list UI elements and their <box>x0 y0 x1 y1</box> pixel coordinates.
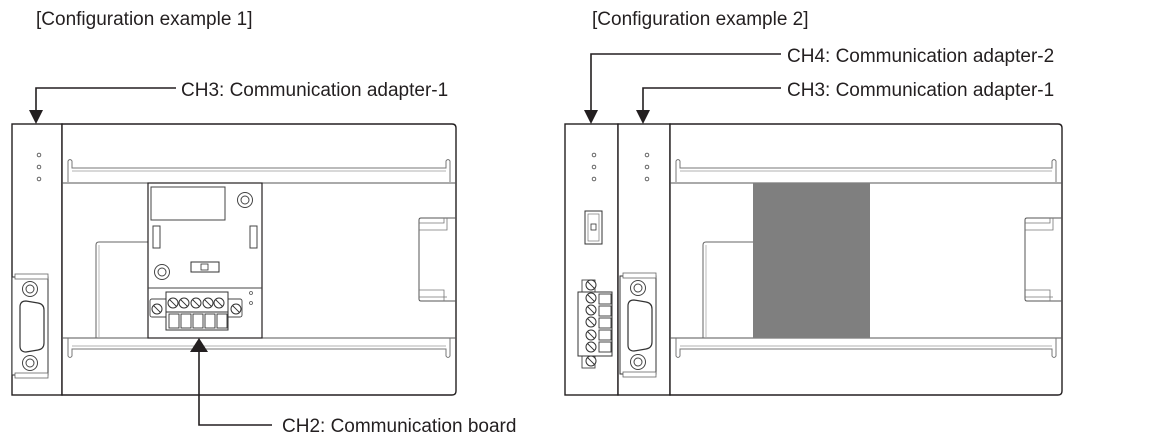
terminal-block <box>149 291 243 331</box>
communication-adapter-1-example2 <box>617 123 671 396</box>
dsub-connector <box>620 273 656 377</box>
example2-diagram <box>564 53 1063 396</box>
example1-title: [Configuration example 1] <box>36 9 253 30</box>
callout-leader-ch4-example2 <box>584 53 781 124</box>
callout-label-ch3-example2: CH3: Communication adapter-1 <box>787 80 1055 101</box>
callout-label-ch3-example1: CH3: Communication adapter-1 <box>181 80 449 101</box>
example1-diagram <box>11 87 457 426</box>
communication-board-example1 <box>147 182 263 339</box>
callout-label-ch4-example2: CH4: Communication adapter-2 <box>787 46 1055 67</box>
callout-label-ch2-example1: CH2: Communication board <box>282 416 517 437</box>
terminal-block <box>577 279 613 369</box>
example2-title: [Configuration example 2] <box>592 9 809 30</box>
callout-leader-ch3-example1 <box>29 87 176 124</box>
dsub-connector <box>12 274 48 378</box>
callout-leader-ch2-example1 <box>190 338 272 426</box>
communication-adapter-1-example1 <box>11 123 63 396</box>
callout-leader-ch3-example2 <box>636 87 781 124</box>
expansion-board-area <box>753 183 870 338</box>
communication-adapter-2-example2 <box>564 123 619 396</box>
